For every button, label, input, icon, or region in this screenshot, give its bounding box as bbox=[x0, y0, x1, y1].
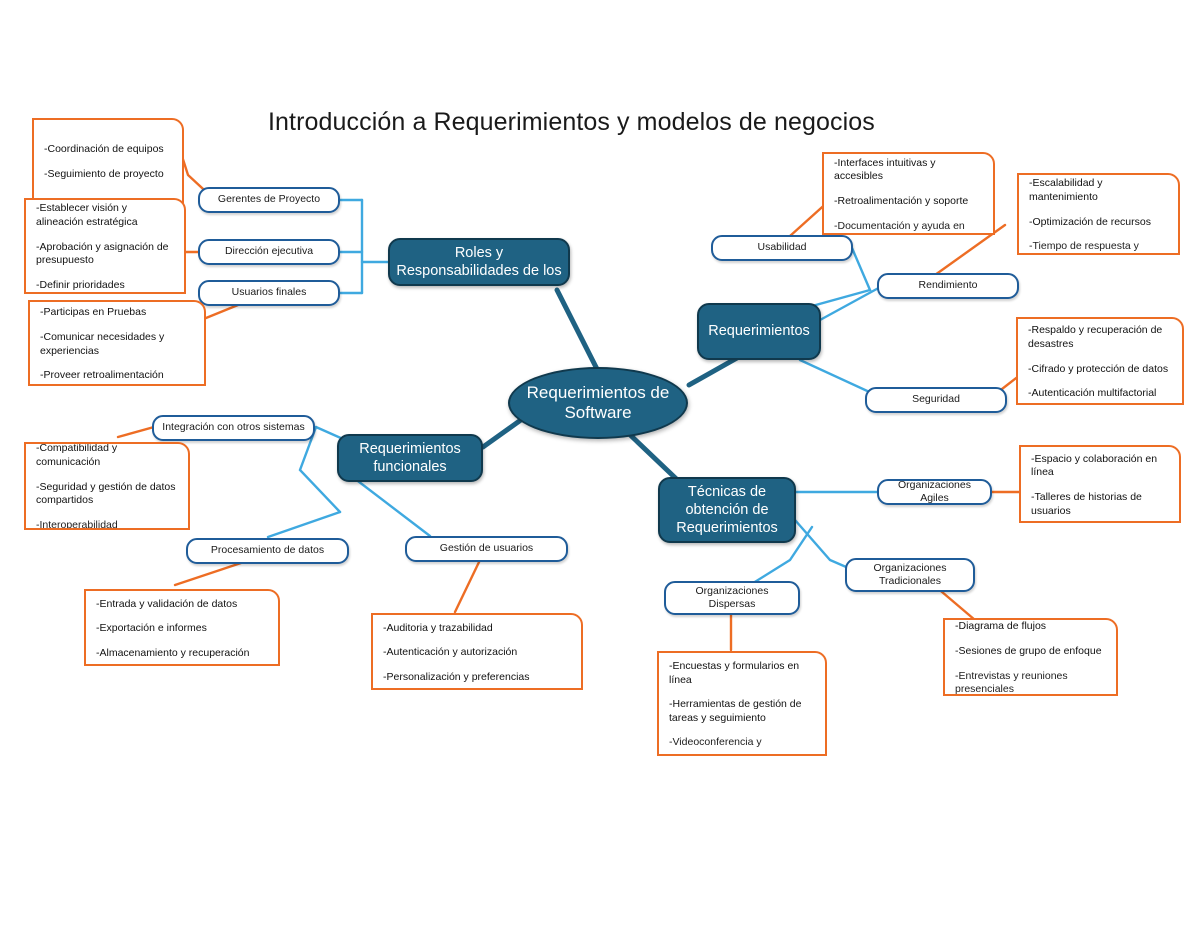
note-line: -Sesiones de grupo de enfoque bbox=[955, 644, 1102, 657]
sub-node-label: Integración con otros sistemas bbox=[162, 421, 305, 434]
note-direccion-ejecutiva[interactable]: -Establecer visión y alineación estratég… bbox=[24, 198, 186, 294]
note-line: -Tiempo de respuesta y bbox=[1029, 240, 1139, 253]
note-organizaciones-tradicionales[interactable]: -Diagrama de flujos -Sesiones de grupo d… bbox=[943, 618, 1118, 696]
note-line: -Videoconferencia y bbox=[669, 736, 762, 749]
note-line: -Seguimiento de proyecto bbox=[44, 167, 164, 180]
note-line: -Interfaces intuitivas y accesibles bbox=[834, 156, 936, 183]
note-line: -Almacenamiento y recuperación bbox=[96, 646, 250, 659]
note-line: -Optimización de recursos bbox=[1029, 215, 1151, 228]
note-gerentes-de-proyecto[interactable]: -Coordinación de equipos -Seguimiento de… bbox=[32, 118, 184, 203]
note-line: -Espacio y colaboración en línea bbox=[1031, 452, 1158, 479]
note-line: -Exportación e informes bbox=[96, 622, 207, 635]
branch-label-tecnicas: Técnicas de obtención de Requerimientos bbox=[676, 483, 778, 537]
sub-node-label: Seguridad bbox=[912, 393, 960, 406]
note-line: -Autenticación y autorización bbox=[383, 646, 518, 659]
sub-node-rendimiento[interactable]: Rendimiento bbox=[877, 273, 1019, 299]
note-line: -Escalabilidad y mantenimiento bbox=[1029, 177, 1103, 203]
sub-node-organizaciones-tradicionales[interactable]: Organizaciones Tradicionales bbox=[845, 558, 975, 592]
sub-node-usuarios-finales[interactable]: Usuarios finales bbox=[198, 280, 340, 306]
branch-node-tecnicas-obtencion[interactable]: Técnicas de obtención de Requerimientos bbox=[658, 477, 796, 543]
note-organizaciones-dispersas[interactable]: -Encuestas y formularios en línea -Herra… bbox=[657, 651, 827, 756]
note-line: -Compatibilidad y comunicación bbox=[36, 442, 118, 469]
note-line: -Autenticación multifactorial bbox=[1028, 387, 1157, 400]
sub-node-gestion-de-usuarios[interactable]: Gestión de usuarios bbox=[405, 536, 568, 562]
sub-node-label: Usabilidad bbox=[757, 241, 807, 254]
branch-label-requerimientos: Requerimientos bbox=[708, 323, 810, 340]
note-usuarios-finales[interactable]: -Participas en Pruebas -Comunicar necesi… bbox=[28, 300, 206, 386]
branch-node-roles-responsabilidades[interactable]: Roles y Responsabilidades de los bbox=[388, 238, 570, 286]
note-line: -Proveer retroalimentación bbox=[40, 369, 164, 382]
sub-node-seguridad[interactable]: Seguridad bbox=[865, 387, 1007, 413]
branch-label-req-funcionales: Requerimientos funcionales bbox=[359, 440, 461, 475]
sub-node-label: Gestión de usuarios bbox=[439, 542, 534, 555]
branch-node-requerimientos-funcionales[interactable]: Requerimientos funcionales bbox=[337, 434, 483, 482]
sub-node-label: Procesamiento de datos bbox=[210, 544, 325, 557]
sub-node-label: Dirección ejecutiva bbox=[224, 245, 314, 258]
note-line: -Participas en Pruebas bbox=[40, 306, 147, 319]
note-line: -Seguridad y gestión de datos compartido… bbox=[36, 480, 176, 507]
sub-node-gerentes-de-proyecto[interactable]: Gerentes de Proyecto bbox=[198, 187, 340, 213]
note-line: -Interoperabilidad bbox=[36, 518, 118, 530]
note-line: -Coordinación de equipos bbox=[44, 142, 164, 155]
sub-node-label: Rendimiento bbox=[918, 279, 978, 292]
sub-node-organizaciones-dispersas[interactable]: Organizaciones Dispersas bbox=[664, 581, 800, 615]
branch-node-requerimientos-no-funcionales[interactable]: Requerimientos bbox=[697, 303, 821, 360]
note-line: -Definir prioridades bbox=[36, 278, 125, 291]
branch-label-roles: Roles y Responsabilidades de los bbox=[396, 244, 562, 279]
sub-node-direccion-ejecutiva[interactable]: Dirección ejecutiva bbox=[198, 239, 340, 265]
sub-node-label: Gerentes de Proyecto bbox=[217, 193, 321, 206]
sub-node-label: Organizaciones Tradicionales bbox=[873, 561, 947, 587]
note-line: -Establecer visión y alineación estratég… bbox=[36, 202, 138, 229]
note-line: -Encuestas y formularios en línea bbox=[669, 659, 800, 686]
note-line: -Entrada y validación de datos bbox=[96, 597, 238, 610]
note-line: -Aprobación y asignación de presupuesto bbox=[36, 240, 169, 267]
sub-node-integracion-otros-sistemas[interactable]: Integración con otros sistemas bbox=[152, 415, 315, 441]
center-node-requerimientos-de-software[interactable]: Requerimientos de Software bbox=[508, 367, 688, 439]
sub-node-label: Organizaciones Agiles bbox=[898, 479, 971, 504]
page-title: Introducción a Requerimientos y modelos … bbox=[268, 108, 875, 136]
note-line: -Diagrama de flujos bbox=[955, 620, 1047, 633]
sub-node-organizaciones-agiles[interactable]: Organizaciones Agiles bbox=[877, 479, 992, 505]
note-line: -Comunicar necesidades y experiencias bbox=[40, 330, 165, 357]
center-node-label: Requerimientos de Software bbox=[526, 382, 670, 422]
note-rendimiento[interactable]: -Escalabilidad y mantenimiento -Optimiza… bbox=[1017, 173, 1180, 255]
note-organizaciones-agiles[interactable]: -Espacio y colaboración en línea -Taller… bbox=[1019, 445, 1181, 523]
sub-node-label: Organizaciones Dispersas bbox=[695, 584, 769, 610]
note-line: -Entrevistas y reuniones presenciales bbox=[955, 669, 1068, 696]
note-line: -Retroalimentación y soporte bbox=[834, 195, 969, 207]
sub-node-procesamiento-de-datos[interactable]: Procesamiento de datos bbox=[186, 538, 349, 564]
note-usabilidad[interactable]: -Interfaces intuitivas y accesibles -Ret… bbox=[822, 152, 995, 235]
note-line: -Respaldo y recuperación de desastres bbox=[1028, 324, 1163, 350]
note-line: -Personalización y preferencias bbox=[383, 670, 530, 683]
note-line: -Talleres de historias de usuarios bbox=[1031, 491, 1142, 517]
note-line: -Herramientas de gestión de tareas y seg… bbox=[669, 698, 802, 724]
note-line: -Documentación y ayuda en bbox=[834, 219, 965, 232]
sub-node-label: Usuarios finales bbox=[231, 286, 307, 299]
note-procesamiento-de-datos[interactable]: -Entrada y validación de datos -Exportac… bbox=[84, 589, 280, 666]
note-line: -Cifrado y protección de datos bbox=[1028, 362, 1169, 375]
note-integracion-otros-sistemas[interactable]: -Compatibilidad y comunicación -Segurida… bbox=[24, 442, 190, 530]
note-gestion-de-usuarios[interactable]: -Auditoria y trazabilidad -Autenticación… bbox=[371, 613, 583, 690]
sub-node-usabilidad[interactable]: Usabilidad bbox=[711, 235, 853, 261]
note-line: -Auditoria y trazabilidad bbox=[383, 621, 493, 634]
note-seguridad[interactable]: -Respaldo y recuperación de desastres -C… bbox=[1016, 317, 1184, 405]
